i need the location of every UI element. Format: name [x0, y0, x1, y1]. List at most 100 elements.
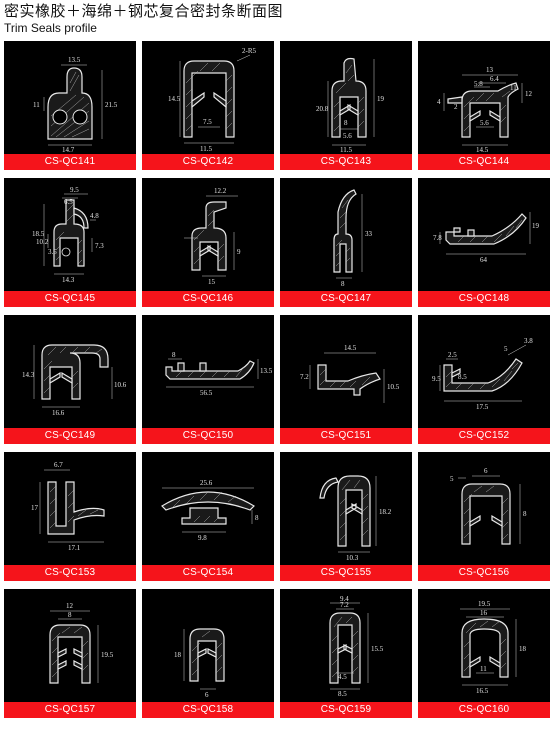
- dim-label: 17.5: [476, 403, 489, 411]
- dim-label: 12.2: [214, 187, 227, 195]
- product-code: CS-QC147: [280, 291, 412, 307]
- dim-label: 16: [480, 609, 488, 617]
- profile-card[interactable]: 25.6 8 9.8 CS-QC154: [142, 452, 274, 581]
- dim-label: 19.5: [101, 651, 114, 659]
- dim-label: 25.6: [200, 479, 213, 487]
- page-subtitle: Trim Seals profile: [4, 21, 97, 35]
- dim-label: 14.3: [62, 276, 75, 284]
- profile-drawing: 14.3 10.6 16.6: [22, 344, 127, 417]
- dim-label: 13.5: [260, 367, 273, 375]
- product-code: CS-QC158: [142, 702, 274, 718]
- profile-drawing: 2-R5 14.5 7.5 11.5: [168, 47, 257, 153]
- dim-label: 2.5: [448, 351, 457, 359]
- dim-label: 7.8: [433, 234, 442, 242]
- dim-label: 4.5: [338, 673, 347, 681]
- dim-label: 10.6: [114, 381, 127, 389]
- profile-drawing: 18 6: [174, 628, 225, 699]
- product-code: CS-QC160: [418, 702, 550, 718]
- dim-label: 3.5: [48, 248, 57, 256]
- dim-label: 2-R5: [242, 47, 257, 55]
- dim-label: 5: [450, 475, 454, 483]
- dim-label: 14.5: [476, 146, 489, 154]
- page-header: 密实橡胶＋海绵＋钢芯复合密封条断面图 Trim Seals profile: [4, 2, 283, 35]
- dim-label: 18: [519, 645, 527, 653]
- dim-label: 16.6: [52, 409, 65, 417]
- profile-drawing: 8 13.5 56.5: [165, 351, 273, 397]
- dim-label: 5.8: [474, 80, 483, 88]
- dim-label: 20.8: [316, 105, 329, 113]
- profile-drawing: 13 6.4 5.8 11 12 4 2 5.6 14.5: [437, 66, 533, 154]
- dim-label: 33: [365, 230, 373, 238]
- profile-card[interactable]: 18.2 10.3 CS-QC155: [280, 452, 412, 581]
- dim-label: 5.6: [343, 132, 352, 140]
- profile-drawing: 25.6 8 9.8: [161, 479, 259, 542]
- dim-label: 56.5: [200, 389, 213, 397]
- dim-label: 10.5: [387, 383, 400, 391]
- dim-label: 17: [31, 504, 39, 512]
- dim-label: 4.8: [90, 212, 99, 220]
- product-code: CS-QC151: [280, 428, 412, 444]
- profile-card[interactable]: 18 6 CS-QC158: [142, 589, 274, 718]
- profile-card[interactable]: 14.5 7.2 10.5 CS-QC151: [280, 315, 412, 444]
- dim-label: 21.5: [105, 101, 118, 109]
- product-code: CS-QC153: [4, 565, 136, 581]
- profile-card[interactable]: 2-R5 14.5 7.5 11.5 CS-QC142: [142, 41, 274, 170]
- profile-card[interactable]: 20.8 8 19 5.6 11.5 CS-QC143: [280, 41, 412, 170]
- dim-label: 2: [454, 103, 458, 111]
- dim-label: 19: [377, 95, 385, 103]
- profile-card[interactable]: 13.5 11 21.5 14.7 CS-QC141: [4, 41, 136, 170]
- dim-label: 11.5: [340, 146, 352, 154]
- profile-card[interactable]: 33 8 CS-QC147: [280, 178, 412, 307]
- product-code: CS-QC150: [142, 428, 274, 444]
- product-code: CS-QC146: [142, 291, 274, 307]
- dim-label: 14.5: [168, 95, 181, 103]
- dim-label: 8: [68, 611, 72, 619]
- profile-card[interactable]: 6.7 17 17.1 CS-QC153: [4, 452, 136, 581]
- profile-drawing: 33 8: [333, 189, 373, 288]
- dim-label: 64: [480, 256, 488, 264]
- profile-drawing: 6 5 8: [450, 467, 527, 545]
- profile-card[interactable]: 19.5 16 18 11 16.5 CS-QC160: [418, 589, 550, 718]
- dim-label: 6.4: [490, 75, 499, 83]
- profile-card[interactable]: 13 6.4 5.8 11 12 4 2 5.6 14.5 CS-QC144: [418, 41, 550, 170]
- product-code: CS-QC149: [4, 428, 136, 444]
- profile-drawing: 9.5 6.5 4.8 18.5 10.2 3.5 7.3 14.3: [32, 186, 104, 284]
- profile-drawing: 18.2 10.3: [319, 475, 392, 562]
- product-code: CS-QC145: [4, 291, 136, 307]
- dim-label: 8.5: [338, 690, 347, 698]
- dim-label: 15: [208, 278, 216, 286]
- dim-label: 11: [510, 84, 517, 92]
- dim-label: 8: [172, 351, 176, 359]
- profile-drawing: 7.8 19 64: [433, 212, 540, 264]
- dim-label: 14.3: [22, 371, 35, 379]
- profile-card[interactable]: 6 5 8 CS-QC156: [418, 452, 550, 581]
- profile-card[interactable]: 9.4 7.2 15.5 4.5 8.5 CS-QC159: [280, 589, 412, 718]
- dim-label: 4: [437, 98, 441, 106]
- profile-drawing: 9.4 7.2 15.5 4.5 8.5: [329, 595, 384, 698]
- dim-label: 11: [33, 101, 40, 109]
- dim-label: 8: [341, 280, 345, 288]
- profile-card[interactable]: 2.5 9.5 5 3.8 8.5 17.5 CS-QC152: [418, 315, 550, 444]
- product-code: CS-QC142: [142, 154, 274, 170]
- dim-label: 9.8: [198, 534, 207, 542]
- dim-label: 19.5: [478, 600, 491, 608]
- dim-label: 9.5: [70, 186, 79, 194]
- dim-label: 8: [523, 510, 527, 518]
- product-code: CS-QC157: [4, 702, 136, 718]
- profile-card[interactable]: 14.3 10.6 16.6 CS-QC149: [4, 315, 136, 444]
- dim-label: 7.2: [300, 373, 309, 381]
- dim-label: 13: [486, 66, 494, 74]
- profile-card[interactable]: 7.8 19 64 CS-QC148: [418, 178, 550, 307]
- profile-drawing: 20.8 8 19 5.6 11.5: [316, 57, 385, 154]
- dim-label: 8: [344, 119, 348, 127]
- dim-label: 18: [174, 651, 182, 659]
- profile-card[interactable]: 8 13.5 56.5 CS-QC150: [142, 315, 274, 444]
- product-code: CS-QC152: [418, 428, 550, 444]
- profile-card[interactable]: 12.2 9 15 CS-QC146: [142, 178, 274, 307]
- page-title: 密实橡胶＋海绵＋钢芯复合密封条断面图: [4, 2, 284, 20]
- profile-card[interactable]: 9.5 6.5 4.8 18.5 10.2 3.5 7.3 14.3 CS-QC…: [4, 178, 136, 307]
- profile-drawing: 12 8 19.5: [49, 602, 114, 684]
- product-code: CS-QC148: [418, 291, 550, 307]
- dim-label: 10.3: [346, 554, 359, 562]
- profile-card[interactable]: 12 8 19.5 CS-QC157: [4, 589, 136, 718]
